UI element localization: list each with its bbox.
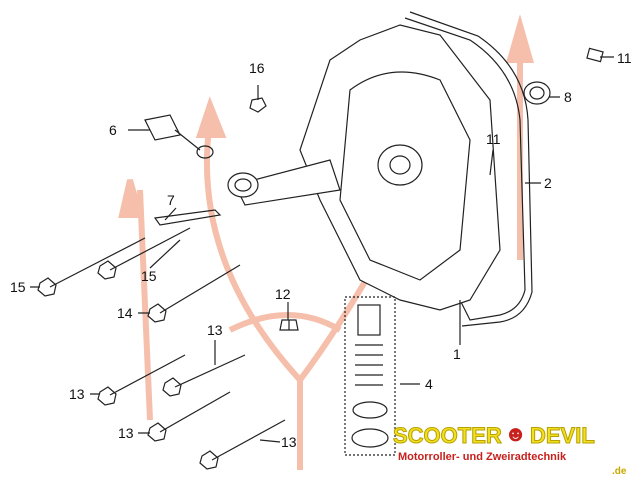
callout-16: 16 xyxy=(249,60,265,76)
callout-11a: 11 xyxy=(617,50,632,66)
bolts xyxy=(37,97,299,470)
callout-6: 6 xyxy=(109,122,117,138)
callout-7: 7 xyxy=(167,192,175,208)
callout-1: 1 xyxy=(453,346,461,362)
callout-13d: 13 xyxy=(281,434,297,450)
callout-4: 4 xyxy=(425,376,433,392)
callout-12: 12 xyxy=(275,286,291,302)
callout-13a: 13 xyxy=(207,322,223,338)
callout-11b: 11 xyxy=(486,131,501,147)
callout-15: 15 xyxy=(10,279,26,295)
callout-15b: 15 xyxy=(141,268,157,284)
callout-14: 14 xyxy=(117,305,133,321)
callout-2: 2 xyxy=(544,175,552,191)
callout-13b: 13 xyxy=(69,386,85,402)
callout-8: 8 xyxy=(564,89,572,105)
callout-13c: 13 xyxy=(118,425,134,441)
logo-brand-left: SCOOTER xyxy=(393,423,503,448)
devil-face-icon: ☻ xyxy=(504,421,528,446)
gasket-outline xyxy=(404,17,526,321)
logo-tld: .de xyxy=(612,466,627,477)
logo-tagline: Motorroller- und Zweiradtechnik xyxy=(398,451,567,463)
logo-brand-right: DEVIL xyxy=(530,423,596,448)
